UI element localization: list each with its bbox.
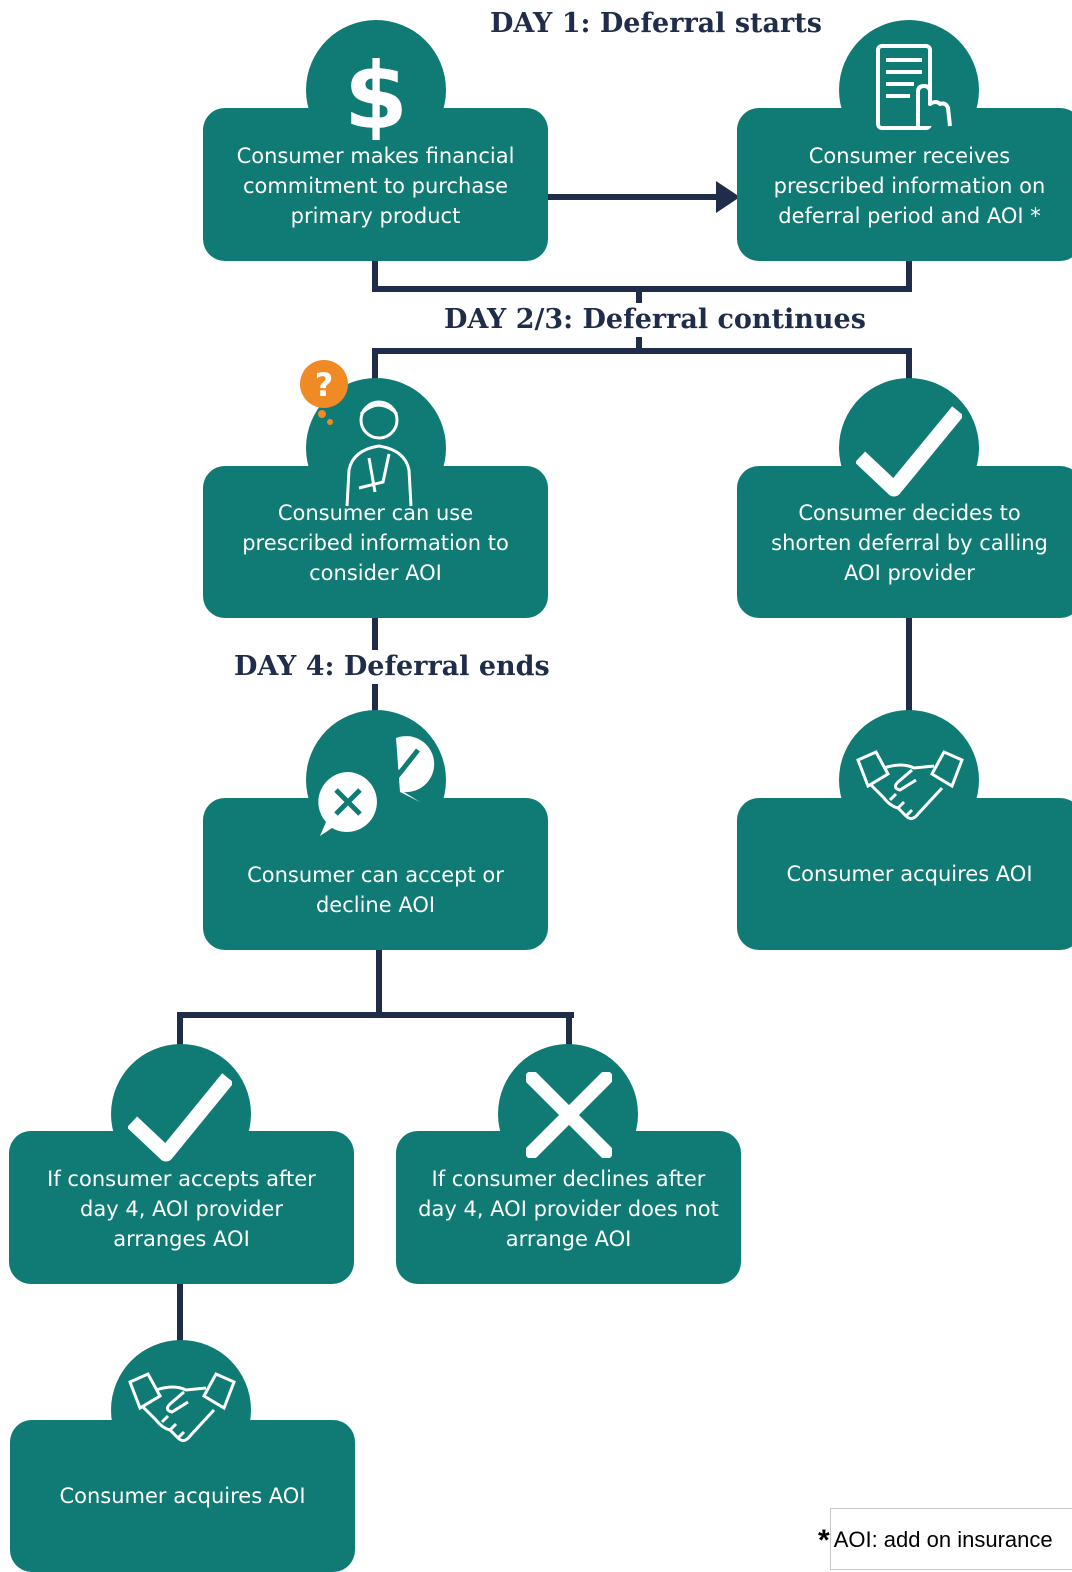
step-text: If consumer accepts after day 4, AOI pro… xyxy=(47,1167,316,1251)
accept-decline-bubbles-icon xyxy=(316,736,435,836)
step-text: Consumer can use prescribed information … xyxy=(242,501,509,585)
handshake-icon xyxy=(856,750,964,821)
footnote-box xyxy=(830,1508,1072,1570)
step-text: Consumer makes financial commitment to p… xyxy=(236,144,515,228)
heading-day23: DAY 2/3: Deferral continues xyxy=(438,303,872,337)
step-text: Consumer acquires AOI xyxy=(59,1484,306,1508)
connector xyxy=(177,1278,183,1358)
heading-day1: DAY 1: Deferral starts xyxy=(484,7,828,41)
footnote-text: AOI: add on insurance xyxy=(833,1526,1053,1552)
step-text: Consumer can accept or decline AOI xyxy=(247,863,504,917)
arrow-head-icon xyxy=(716,181,740,213)
connector xyxy=(566,1012,572,1054)
connector xyxy=(372,258,378,292)
checkmark-icon xyxy=(128,1073,232,1162)
footnote-marker: * xyxy=(818,1524,830,1557)
step-receives-info: Consumer receives prescribed information… xyxy=(737,108,1072,261)
step-acquires-right: Consumer acquires AOI xyxy=(737,798,1072,950)
question-mark-icon: ? xyxy=(300,360,348,425)
document-touch-icon xyxy=(876,44,952,130)
footnote: *AOI: add on insurance xyxy=(818,1524,1053,1558)
checkmark-icon xyxy=(856,406,962,497)
step-shorten: Consumer decides to shorten deferral by … xyxy=(737,466,1072,618)
handshake-icon xyxy=(128,1372,236,1443)
step-text: Consumer receives prescribed information… xyxy=(773,144,1046,228)
connector xyxy=(906,258,912,292)
heading-day4: DAY 4: Deferral ends xyxy=(228,650,556,684)
cross-icon xyxy=(526,1072,612,1158)
step-text: Consumer acquires AOI xyxy=(786,862,1033,886)
step-declines: If consumer declines after day 4, AOI pr… xyxy=(396,1131,741,1284)
step-text: If consumer declines after day 4, AOI pr… xyxy=(418,1167,719,1251)
step-accept-decline: Consumer can accept or decline AOI xyxy=(203,798,548,950)
dollar-icon: $ xyxy=(344,43,408,140)
step-commitment: Consumer makes financial commitment to p… xyxy=(203,108,548,261)
thinking-person-icon xyxy=(345,400,413,507)
svg-text:?: ? xyxy=(315,366,334,404)
connector xyxy=(906,348,912,388)
step-acquires-left: Consumer acquires AOI xyxy=(10,1420,355,1572)
connector xyxy=(906,612,912,724)
step-accepts: If consumer accepts after day 4, AOI pro… xyxy=(9,1131,354,1284)
connector xyxy=(177,1012,183,1054)
connector xyxy=(372,286,912,292)
connector xyxy=(372,348,378,388)
svg-text:$: $ xyxy=(344,43,408,140)
step-text: Consumer decides to shorten deferral by … xyxy=(771,501,1048,585)
connector xyxy=(548,194,720,200)
connector xyxy=(177,1012,574,1018)
connector xyxy=(372,348,912,354)
connector xyxy=(376,944,382,1018)
